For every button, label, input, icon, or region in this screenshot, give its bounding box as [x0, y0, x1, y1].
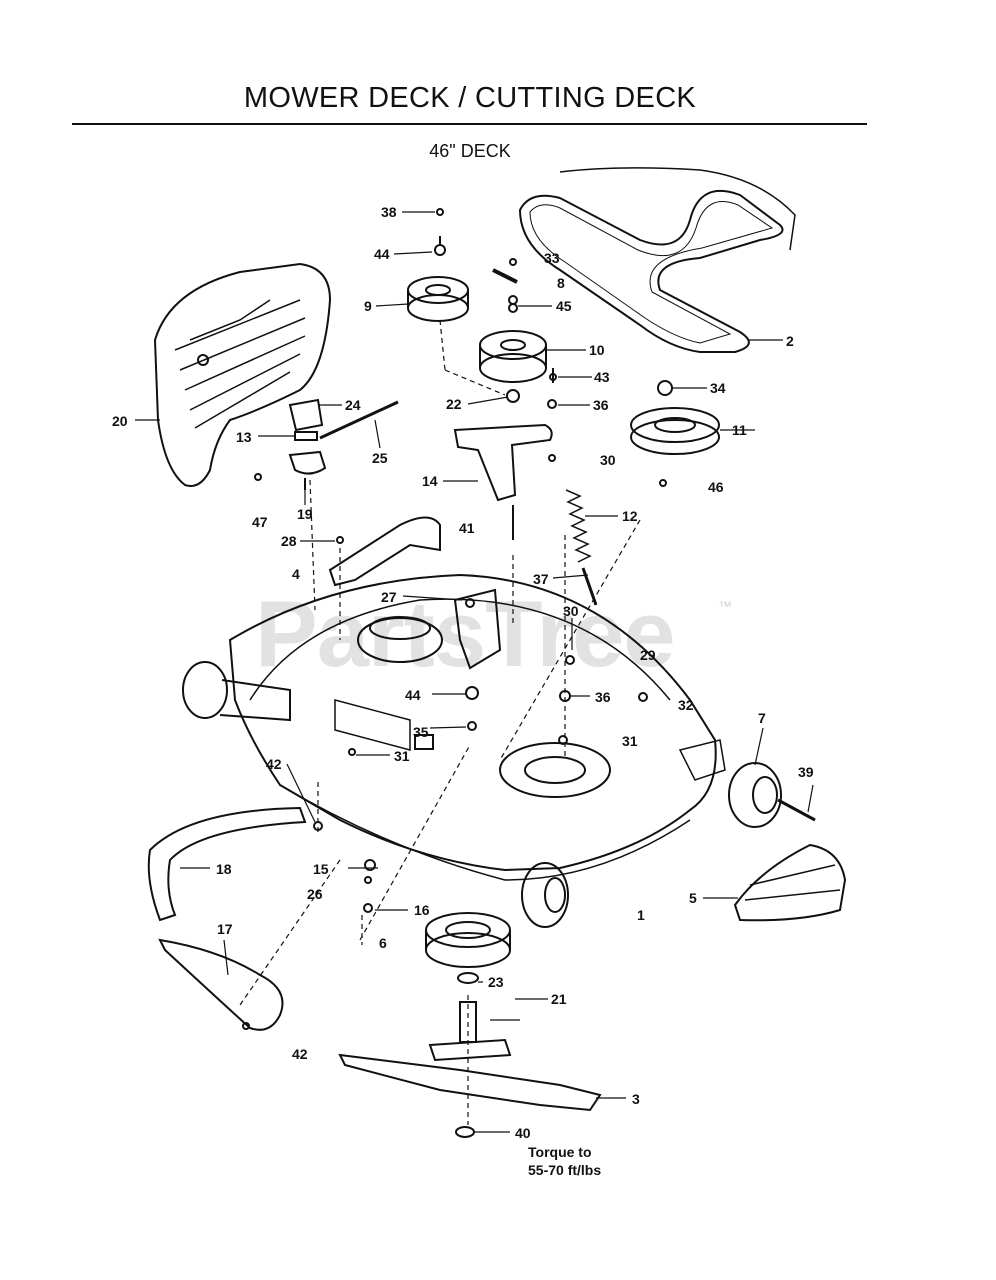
bolt-39: [777, 798, 816, 822]
callout-21: 21: [551, 991, 567, 1007]
callout-18: 18: [216, 861, 232, 877]
rod-25: [319, 400, 399, 440]
callout-13: 13: [236, 429, 252, 445]
page-title: MOWER DECK / CUTTING DECK: [243, 82, 697, 114]
callout-10: 10: [589, 342, 605, 358]
callout-27: 27: [381, 589, 397, 605]
blade-3: [338, 1053, 602, 1112]
callout-12: 12: [622, 508, 638, 524]
belt-cover-20: [153, 262, 332, 487]
callout-35: 35: [413, 724, 429, 740]
callout-29: 29: [640, 647, 656, 663]
callout-44: 44: [405, 687, 421, 703]
callout-11: 11: [732, 422, 747, 438]
callout-2: 2: [786, 333, 794, 349]
torque-note-line2: 55-70 ft/lbs: [528, 1162, 602, 1178]
callout-33: 33: [544, 250, 560, 266]
watermark-trademark: ™: [718, 598, 732, 614]
callout-30: 30: [563, 603, 579, 619]
discharge-chute-5: [733, 843, 847, 922]
anti-scalp-roller: [182, 661, 291, 722]
spring-12: [565, 489, 592, 563]
spindle-pulley-11: [630, 407, 720, 455]
callout-47: 47: [252, 514, 268, 530]
callout-46: 46: [708, 479, 724, 495]
callout-38: 38: [381, 204, 397, 220]
torque-note-line1: Torque to: [528, 1144, 592, 1160]
callout-37: 37: [533, 571, 549, 587]
spindle-21: [428, 1001, 512, 1062]
callout-19: 19: [297, 506, 313, 522]
callout-17: 17: [217, 921, 233, 937]
callout-5: 5: [689, 890, 697, 906]
title-divider: [72, 123, 867, 125]
callout-25: 25: [372, 450, 388, 466]
callout-22: 22: [446, 396, 462, 412]
callout-42: 42: [266, 756, 282, 772]
callout-32: 32: [678, 697, 694, 713]
idler-bracket-14: [453, 423, 553, 502]
callout-36: 36: [595, 689, 611, 705]
idler-pulley-10: [479, 330, 547, 383]
blade-bolt-40: [455, 1126, 475, 1138]
callout-31: 31: [622, 733, 638, 749]
callout-7: 7: [758, 710, 766, 726]
torque-note: Torque to 55-70 ft/lbs: [528, 1143, 601, 1179]
callout-34: 34: [710, 380, 726, 396]
callout-42: 42: [292, 1046, 308, 1062]
drive-belt: [518, 190, 784, 353]
callout-24: 24: [345, 397, 361, 413]
callout-26: 26: [307, 886, 323, 902]
callout-8: 8: [557, 275, 565, 291]
callout-1: 1: [637, 907, 645, 923]
callout-20: 20: [112, 413, 128, 429]
callout-44: 44: [374, 246, 390, 262]
callout-15: 15: [313, 861, 329, 877]
callout-23: 23: [488, 974, 504, 990]
callout-16: 16: [414, 902, 430, 918]
callout-9: 9: [364, 298, 372, 314]
idler-pulley-9: [407, 276, 469, 322]
watermark: PartsTree: [255, 581, 676, 686]
callout-6: 6: [379, 935, 387, 951]
callout-28: 28: [281, 533, 297, 549]
deck-wheel-front: [521, 862, 569, 928]
deflector-17: [158, 938, 284, 1031]
callout-30: 30: [600, 452, 616, 468]
spindle-housing: [425, 912, 511, 968]
callout-40: 40: [515, 1125, 531, 1141]
callout-36: 36: [593, 397, 609, 413]
bumper-18: [147, 806, 307, 922]
bracket-41: [328, 516, 441, 587]
callout-4: 4: [292, 566, 300, 582]
deck-size-subtitle: 46" DECK: [429, 141, 511, 161]
callout-3: 3: [632, 1091, 640, 1107]
callout-41: 41: [459, 520, 475, 536]
bracket-19: [288, 450, 327, 475]
bracket-24: [288, 398, 324, 432]
wheel-7: [728, 762, 782, 828]
callout-14: 14: [422, 473, 438, 489]
callout-45: 45: [556, 298, 572, 314]
callout-43: 43: [594, 369, 610, 385]
deck-shell-1: [228, 573, 717, 881]
callout-31: 31: [394, 748, 410, 764]
callout-39: 39: [798, 764, 814, 780]
